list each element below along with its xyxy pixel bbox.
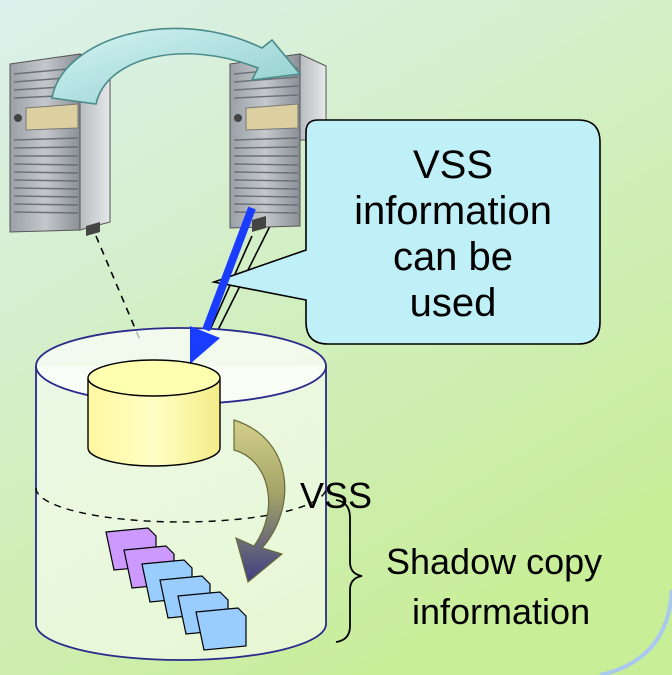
vss-arrow-icon — [233, 419, 286, 584]
background-curve — [599, 589, 672, 675]
volume-disk-icon — [87, 359, 221, 467]
vss-label: VSS — [300, 475, 372, 516]
shadow-copy-brace — [335, 499, 363, 643]
migration-arrow-icon — [51, 27, 302, 105]
callout-line-2: information — [354, 189, 552, 233]
server-right-icon — [229, 53, 327, 232]
file-icon — [195, 607, 247, 651]
callout-line-1: VSS — [413, 143, 493, 187]
callout-line-4: used — [410, 281, 497, 325]
callout-line-3: can be — [393, 235, 513, 279]
shadow-copy-files — [105, 527, 247, 651]
access-arrow-icon — [190, 206, 256, 364]
shadow-copy-line-1: Shadow copy — [386, 541, 602, 582]
dashed-link-left — [95, 235, 141, 341]
callout-bubble — [210, 119, 601, 345]
shadow-copy-line-2: information — [412, 591, 590, 632]
